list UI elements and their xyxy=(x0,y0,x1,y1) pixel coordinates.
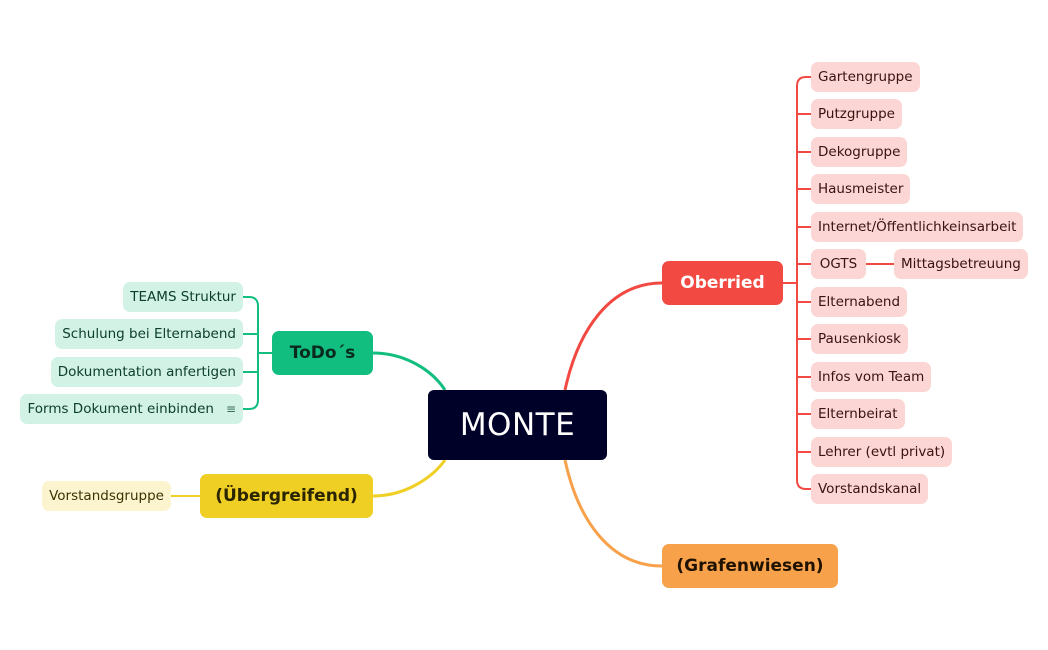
subtopic-elternbeirat[interactable]: Elternbeirat xyxy=(811,399,905,429)
subtopic-lehrer-evtl-privat[interactable]: Lehrer (evtl privat) xyxy=(811,437,953,467)
subtopic-internet-oeffentlichkeitsarbeit[interactable]: Internet/Öffentlichkeinsarbeit xyxy=(811,212,1024,242)
subtopic-schulung-bei-elternabend[interactable]: Schulung bei Elternabend xyxy=(55,319,243,349)
topic-oberried[interactable]: Oberried xyxy=(662,261,783,305)
subtopic-vorstandsgruppe[interactable]: Vorstandsgruppe xyxy=(42,481,171,511)
central-topic[interactable]: MONTE xyxy=(428,390,607,460)
subtopic-elternabend[interactable]: Elternabend xyxy=(811,287,908,317)
subtopic-vorstandskanal[interactable]: Vorstandskanal xyxy=(811,474,929,504)
subtopic-forms-dokument-einbinden[interactable]: Forms Dokument einbinden ≡ xyxy=(20,394,243,424)
subtopic-putzgruppe[interactable]: Putzgruppe xyxy=(811,99,902,129)
topic-uebergreifend[interactable]: (Übergreifend) xyxy=(200,474,373,518)
notes-icon[interactable]: ≡ xyxy=(225,402,236,416)
subtopic-mittagsbetreuung[interactable]: Mittagsbetreuung xyxy=(894,249,1028,279)
subtopic-infos-vom-team[interactable]: Infos vom Team xyxy=(811,362,932,392)
subtopic-pausenkiosk[interactable]: Pausenkiosk xyxy=(811,324,908,354)
topic-todos[interactable]: ToDo´s xyxy=(272,331,373,375)
subtopic-gartengruppe[interactable]: Gartengruppe xyxy=(811,62,920,92)
subtopic-teams-struktur[interactable]: TEAMS Struktur xyxy=(123,282,243,312)
subtopic-dekogruppe[interactable]: Dekogruppe xyxy=(811,137,908,167)
subtopic-dokumentation-anfertigen[interactable]: Dokumentation anfertigen xyxy=(50,357,243,387)
subtopic-hausmeister[interactable]: Hausmeister xyxy=(811,174,911,204)
topic-grafenwiesen[interactable]: (Grafenwiesen) xyxy=(662,544,838,588)
subtopic-ogts[interactable]: OGTS xyxy=(811,249,866,279)
subtopic-label: Forms Dokument einbinden xyxy=(27,401,214,417)
